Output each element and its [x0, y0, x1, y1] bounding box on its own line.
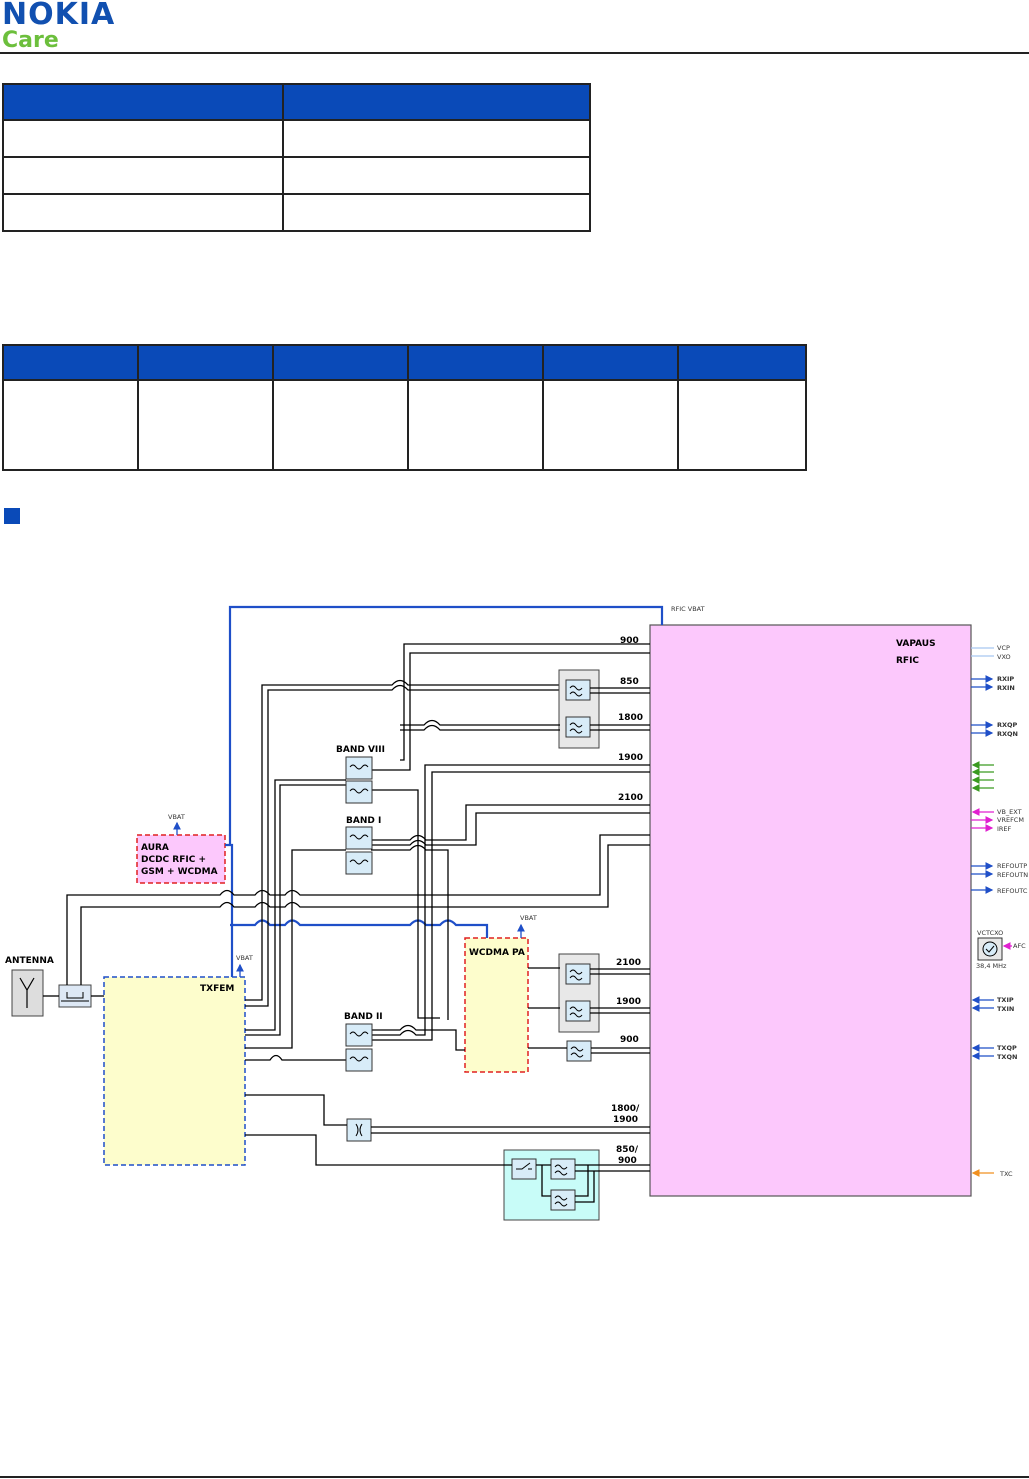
aura-label-3: GSM + WCDMA: [141, 867, 218, 877]
freq-900-rx: 900: [620, 636, 639, 646]
aura-label-1: AURA: [141, 843, 169, 853]
freq-1800-rx: 1800: [618, 713, 643, 723]
antenna-switch-connector: [58, 984, 92, 1008]
vctcxo-label: VCTCXO: [977, 929, 1003, 937]
vbat-pa-label: VBAT: [520, 914, 537, 922]
freq-850-900-a: 850/: [616, 1145, 639, 1155]
band-ii-duplexer: [345, 1023, 373, 1072]
freq-2100-rx: 2100: [618, 793, 643, 803]
txfem-label: TXFEM: [200, 984, 234, 994]
freq-1900-tx: 1900: [616, 997, 641, 1007]
antenna-label: ANTENNA: [5, 956, 54, 966]
pin-txip: TXIP: [997, 996, 1014, 1004]
band-viii-label: BAND VIII: [336, 745, 385, 755]
pin-rxip: RXIP: [997, 675, 1014, 683]
pin-vcp: VCP: [997, 644, 1010, 652]
freq-850-900-b: 900: [618, 1156, 637, 1166]
lowband-switch-icon: [511, 1158, 537, 1180]
rf-block-diagram: VAPAUS RFIC TXFEM AURA DCDC RFIC + GSM +…: [5, 605, 1028, 1221]
freq-2100-tx: 2100: [616, 958, 641, 968]
aura-block: [136, 834, 226, 884]
info-table-1: [2, 83, 591, 232]
pin-txqn: TXQN: [997, 1053, 1017, 1061]
logo-sub: Care: [2, 28, 59, 53]
wcdma-pa-label: WCDMA PA: [469, 948, 525, 958]
vapaus-label: VAPAUS: [896, 639, 936, 649]
vapaus-rfic-block: [649, 624, 972, 1197]
rfic-label: RFIC: [896, 656, 919, 666]
band-i-duplexer: [345, 826, 373, 875]
band-i-label: BAND I: [346, 816, 381, 826]
pin-txc: TXC: [999, 1170, 1013, 1178]
freq-1800-1900-a: 1800/: [611, 1104, 640, 1114]
pin-afc: AFC: [1013, 942, 1026, 950]
pin-rxin: RXIN: [997, 684, 1015, 692]
pin-rxqp: RXQP: [997, 721, 1018, 729]
section-bullet: [4, 508, 20, 524]
aura-label-2: DCDC RFIC +: [141, 855, 206, 865]
pin-rxqn: RXQN: [997, 730, 1018, 738]
pin-refoutn: REFOUTN: [997, 871, 1028, 879]
freq-1800-1900-b: 1900: [613, 1115, 638, 1125]
info-table-2: [2, 344, 807, 471]
pin-vxo: VXO: [997, 653, 1011, 661]
balun-1800-1900-icon: [346, 1118, 372, 1142]
header-rule: [0, 52, 1029, 54]
band-ii-label: BAND II: [344, 1012, 383, 1022]
freq-900-tx: 900: [620, 1035, 639, 1045]
freq-850-rx: 850: [620, 677, 639, 687]
vbat-aura-label: VBAT: [168, 813, 185, 821]
pin-iref: IREF: [997, 825, 1012, 833]
band-viii-duplexer: [345, 756, 373, 804]
vctcxo-freq: 38,4 MHz: [976, 962, 1007, 970]
nokia-care-logo: NOKIA Care: [2, 0, 115, 52]
wcdma-pa-block: [464, 937, 529, 1073]
rfic-vbat-label: RFIC VBAT: [671, 605, 705, 613]
pin-vb-ext: VB_EXT: [997, 808, 1022, 816]
pin-vrefcm: VREFCM: [997, 816, 1024, 824]
pin-refoutp: REFOUTP: [997, 862, 1027, 870]
logo-brand: NOKIA: [2, 0, 116, 32]
freq-1900-rx: 1900: [618, 753, 643, 763]
vbat-txfem-label: VBAT: [236, 954, 253, 962]
footer-rule: [0, 1476, 1029, 1478]
pin-txin: TXIN: [997, 1005, 1014, 1013]
pin-refoutc: REFOUTC: [997, 887, 1028, 895]
pin-txqp: TXQP: [997, 1044, 1017, 1052]
txfem-block: [103, 976, 246, 1166]
